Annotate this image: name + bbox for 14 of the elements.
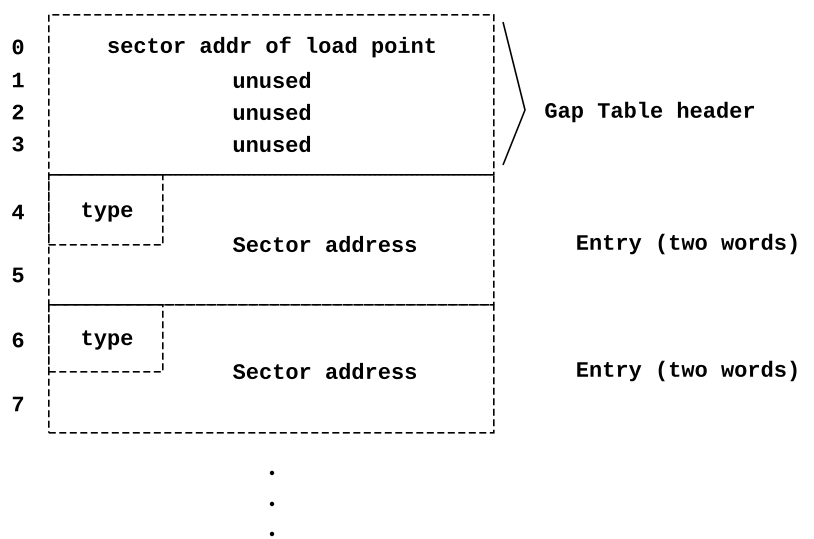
row-number: 4 <box>12 204 24 220</box>
side-note: Gap Table header <box>545 102 754 122</box>
table-box: sector addr of load point unused unused unused <box>48 14 495 176</box>
row-number: 2 <box>12 104 24 120</box>
row-number: 0 <box>12 40 24 54</box>
side-note: Entry (two words) <box>577 234 796 254</box>
row-number: 3 <box>12 136 24 152</box>
row-number: 5 <box>12 268 24 282</box>
row-number: 7 <box>12 396 24 412</box>
table-box: type <box>48 174 164 246</box>
row-number: 1 <box>12 72 24 88</box>
side-note: Entry (two words) <box>577 360 796 382</box>
table-box: type <box>48 304 164 373</box>
row-number: 6 <box>12 332 24 348</box>
